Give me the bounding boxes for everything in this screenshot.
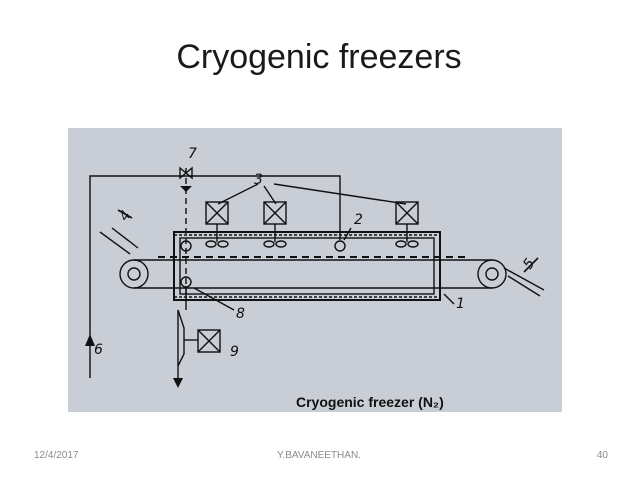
label-8: 8	[236, 306, 245, 322]
footer-date: 12/4/2017	[34, 450, 79, 461]
insulated-tunnel	[173, 231, 441, 301]
label-6: 6	[94, 342, 103, 358]
label-2: 2	[354, 212, 363, 228]
slide-title: Cryogenic freezers	[176, 38, 462, 76]
label-4: 4	[116, 208, 134, 224]
inlet-chute-4	[99, 231, 131, 255]
footer-author: Y.BAVANEETHAN.	[277, 450, 361, 461]
fan-motor-box-1	[205, 201, 229, 248]
label-7: 7	[188, 146, 197, 162]
spray-nozzle-2	[334, 240, 346, 252]
figure-caption: Cryogenic freezer (N₂)	[296, 394, 444, 410]
label-5: 5	[520, 256, 538, 273]
freezer-diagram-panel: 7 3 2 4 5 1 8 9 6	[68, 128, 562, 412]
fan-motor-box-2	[263, 201, 287, 248]
footer-page-number: 40	[596, 450, 608, 461]
outlet-chute-5	[503, 267, 545, 291]
supply-arrow-icon	[85, 334, 95, 346]
label-3: 3	[254, 172, 263, 188]
conveyor-belt	[119, 256, 507, 289]
cryogenic-freezer-schematic: 7 3 2 4 5 1 8 9 6	[85, 146, 545, 388]
label-1: 1	[456, 296, 465, 312]
exhaust-fan-9	[173, 309, 221, 388]
fan-motor-box-3	[395, 201, 419, 248]
label-9: 9	[230, 344, 239, 360]
supply-line-6	[89, 175, 341, 378]
valve-7-icon	[179, 166, 193, 180]
